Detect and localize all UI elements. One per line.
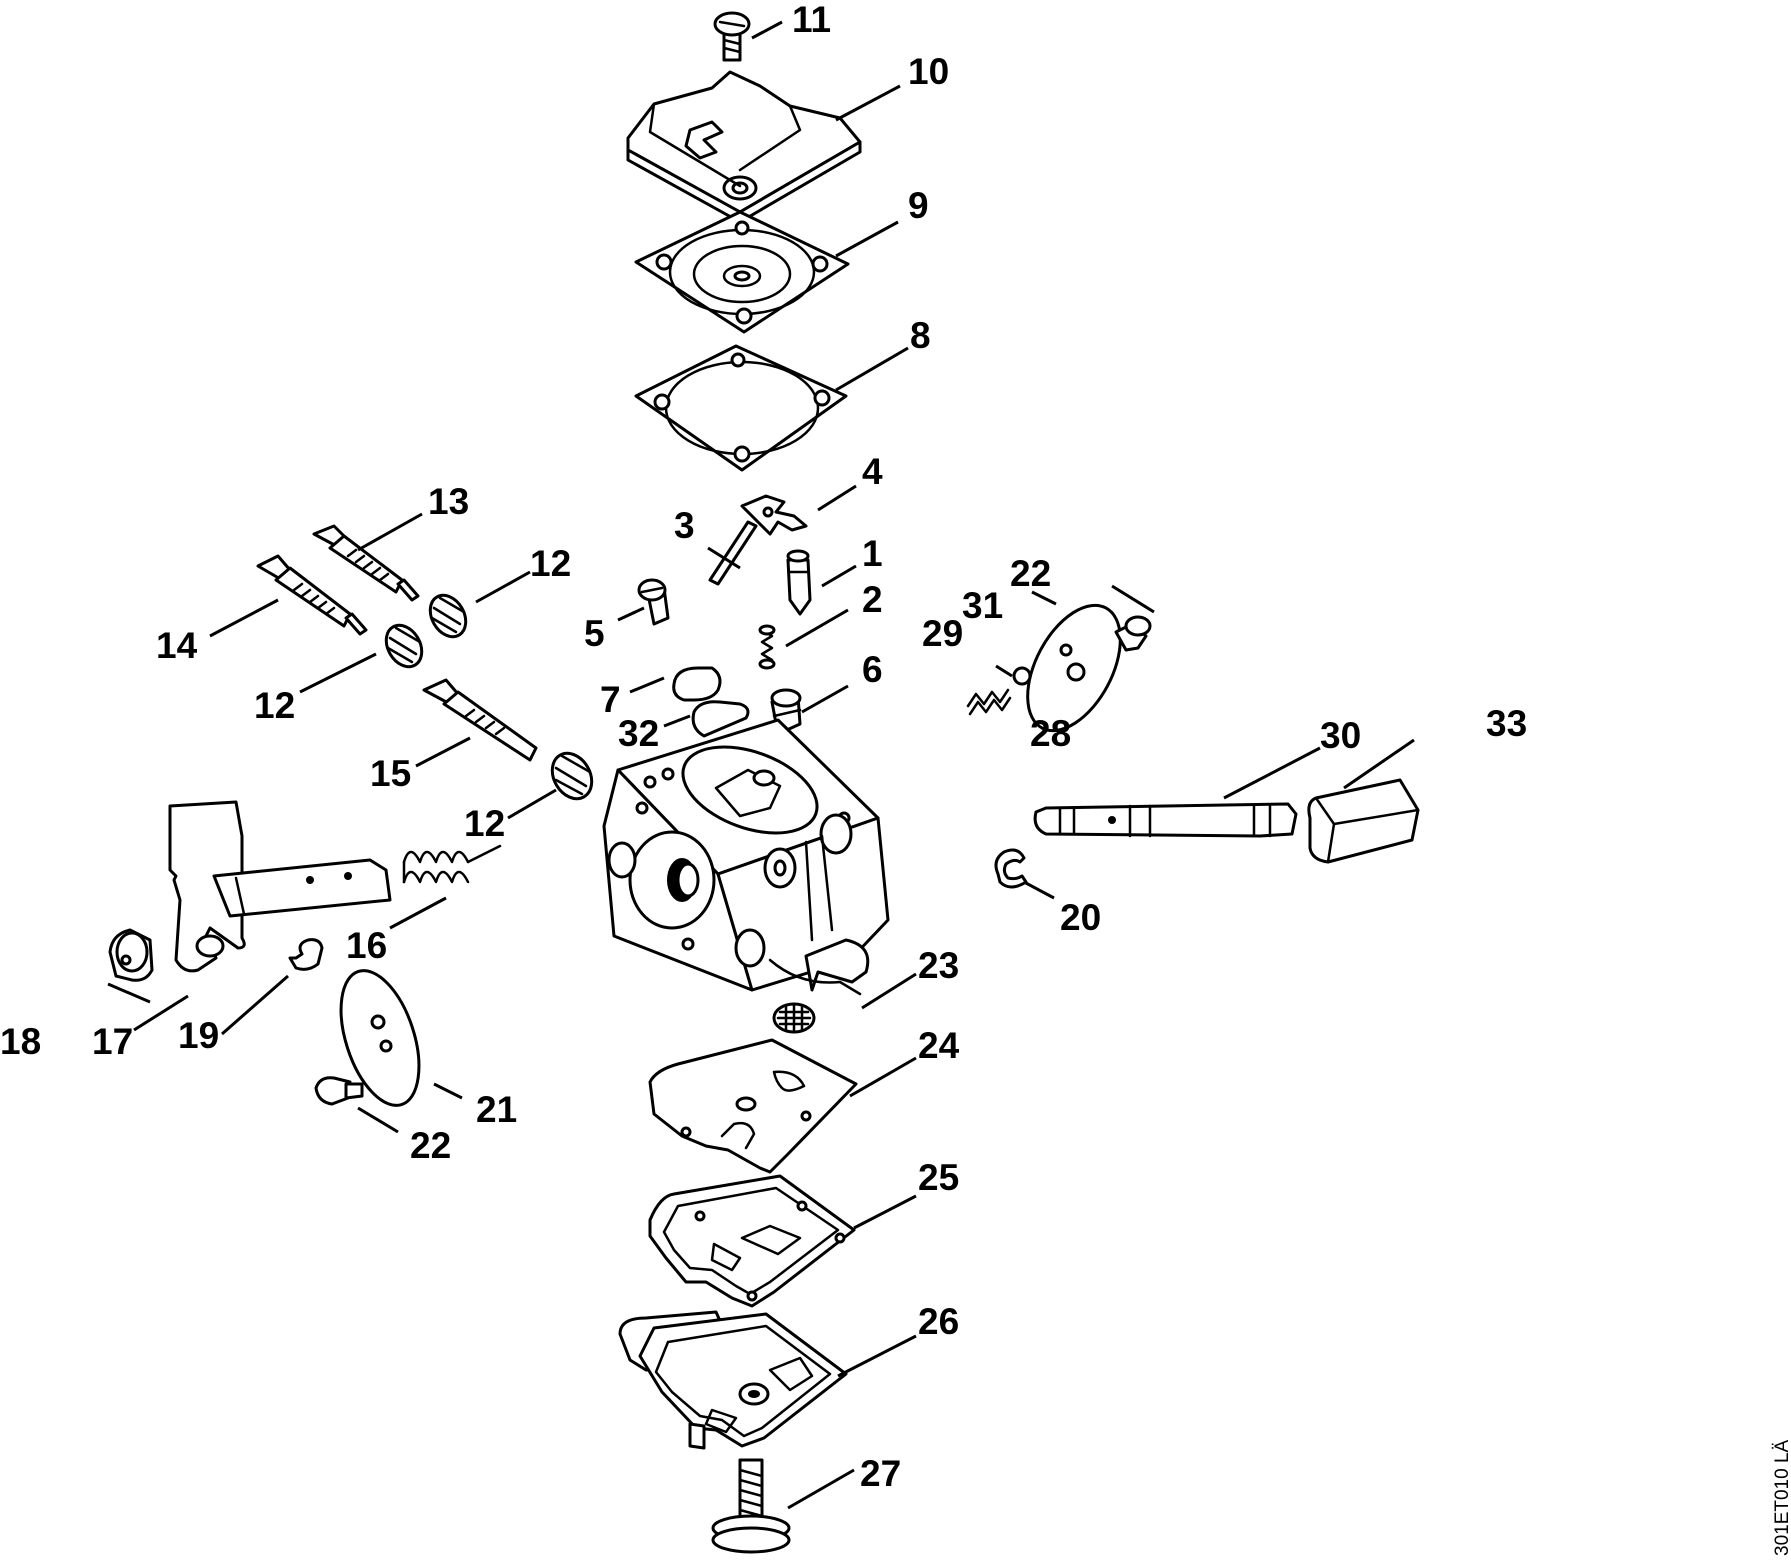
callout-12-middle: 12 — [254, 685, 295, 726]
part-10-cover — [626, 70, 862, 224]
part-29-ball — [1012, 666, 1032, 686]
callout-28: 28 — [1030, 713, 1071, 754]
part-4-lever — [740, 494, 808, 536]
callout-22-lower: 22 — [410, 1125, 451, 1166]
part-23-fuel-strainer — [772, 1002, 816, 1034]
part-6-plug — [770, 688, 802, 736]
part-2-spring — [758, 624, 776, 670]
callout-26: 26 — [918, 1301, 959, 1342]
part-18-nut — [108, 928, 154, 982]
callout-3: 3 — [674, 505, 695, 546]
callout-13: 13 — [428, 481, 469, 522]
part-20-circlip — [994, 848, 1028, 889]
part-24-pump-diaphragm — [648, 1038, 858, 1174]
part-16-torsion-spring — [402, 844, 502, 884]
callout-20: 20 — [1060, 897, 1101, 938]
callout-8: 8 — [910, 315, 931, 356]
callout-14: 14 — [156, 625, 198, 666]
callout-24: 24 — [918, 1025, 960, 1066]
part-25-pump-gasket — [648, 1174, 856, 1308]
callout-32: 32 — [618, 713, 659, 754]
part-22-screw-upper — [1114, 615, 1152, 652]
callout-2: 2 — [862, 579, 883, 620]
callout-5: 5 — [584, 613, 605, 654]
part-27-screw — [711, 1458, 791, 1554]
part-9-diaphragm — [634, 210, 850, 334]
callout-21: 21 — [476, 1089, 517, 1130]
callout-10: 10 — [908, 51, 949, 92]
part-12-spring-upper — [428, 593, 468, 639]
callout-22-upper: 22 — [1010, 553, 1051, 594]
part-12-spring-middle — [384, 623, 424, 669]
part-30-choke-shaft — [1033, 802, 1298, 838]
callout-12-upper: 12 — [530, 543, 571, 584]
part-33-choke-knob — [1307, 778, 1420, 864]
callout-7: 7 — [600, 679, 621, 720]
callout-15: 15 — [370, 753, 411, 794]
part-19-circlip — [288, 938, 324, 971]
callout-31: 31 — [962, 585, 1003, 626]
part-11-screw — [713, 11, 751, 62]
part-32-gasket-strip — [691, 700, 750, 738]
callout-19: 19 — [178, 1015, 219, 1056]
part-1-inlet-needle — [786, 549, 812, 616]
part-15-adjusting-screw — [422, 678, 538, 762]
carburetor-body — [602, 718, 890, 996]
callout-11: 11 — [792, 0, 831, 40]
callout-18: 18 — [0, 1021, 41, 1062]
part-8-gasket — [634, 344, 848, 472]
part-17-throttle-shaft — [168, 800, 392, 973]
callout-12-lower: 12 — [464, 803, 505, 844]
callout-23: 23 — [918, 945, 959, 986]
part-22-screw-lower — [314, 1076, 364, 1106]
callout-25: 25 — [918, 1157, 959, 1198]
part-28-spring — [966, 688, 1012, 716]
callout-4: 4 — [862, 451, 883, 492]
callout-9: 9 — [908, 185, 929, 226]
callout-17: 17 — [92, 1021, 133, 1062]
callout-1: 1 — [862, 533, 883, 574]
part-26-pump-cover — [618, 1310, 848, 1450]
callout-30: 30 — [1320, 715, 1361, 756]
part-5-screw — [637, 578, 670, 626]
part-12-spring-lower — [550, 751, 594, 801]
callout-16: 16 — [346, 925, 387, 966]
callout-33: 33 — [1486, 703, 1527, 744]
part-31-choke-plate — [1026, 603, 1122, 733]
callout-6: 6 — [862, 649, 883, 690]
part-13-adjusting-screw — [312, 524, 420, 602]
part-21-throttle-plate — [339, 969, 421, 1107]
part-14-adjusting-screw — [256, 554, 368, 636]
callout-27: 27 — [860, 1453, 901, 1494]
drawing-code: 301ET010 LÄ — [1772, 1439, 1791, 1556]
callout-labels: 11 10 9 8 4 3 1 2 5 6 7 32 13 12 14 12 1… — [0, 0, 1527, 1494]
leader-lines — [107, 20, 1415, 1510]
part-7-valve-plate — [672, 666, 722, 702]
part-3-pin — [708, 520, 758, 586]
callout-29: 29 — [922, 613, 963, 654]
